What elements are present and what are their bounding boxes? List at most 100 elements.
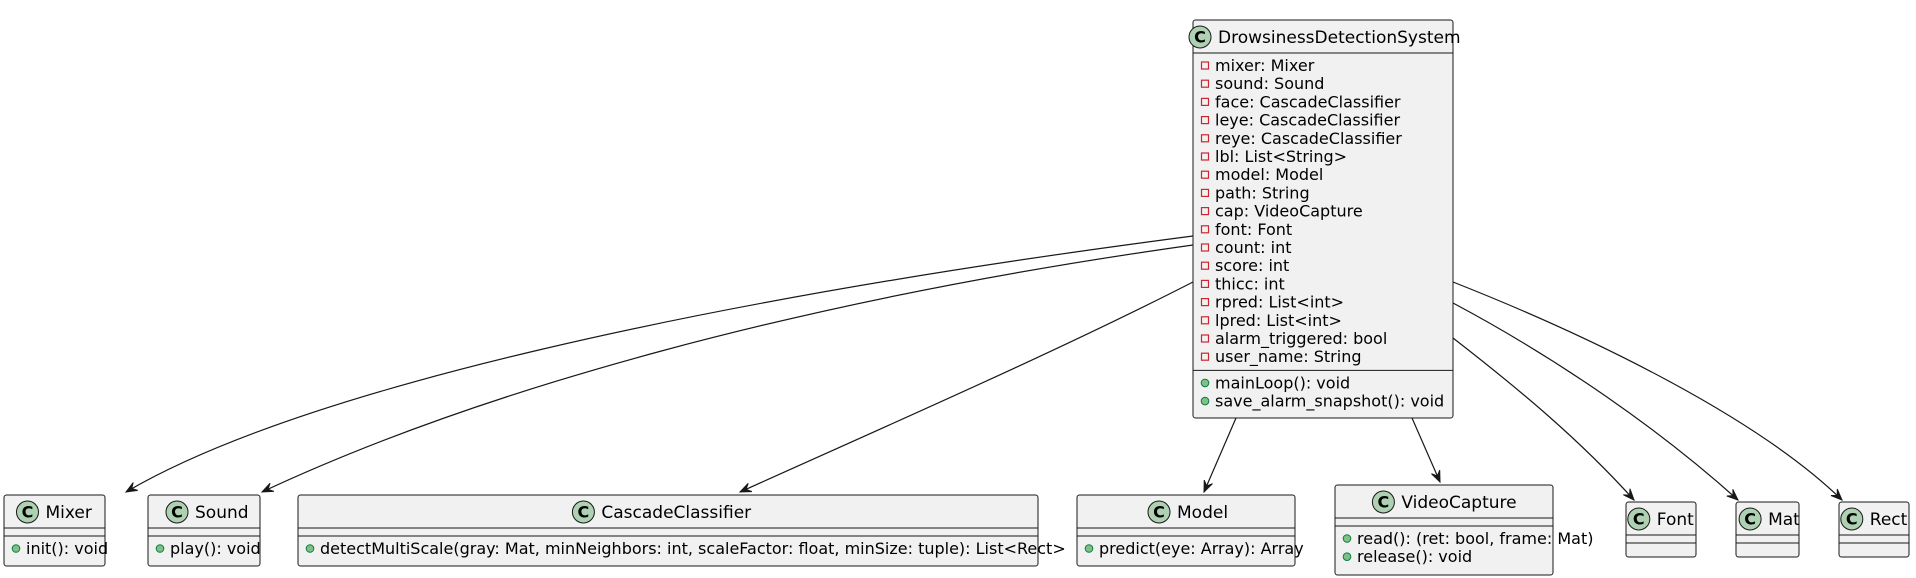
arrow-icon: [124, 482, 138, 493]
arrow-icon: [1623, 488, 1635, 501]
class-badge-letter: C: [1633, 510, 1645, 529]
private-marker-icon: [1200, 207, 1210, 216]
class-badge-icon: C: [1627, 507, 1651, 531]
association-model: [1203, 417, 1237, 494]
method-text: mainLoop(): void: [1215, 373, 1350, 392]
attribute-text: lbl: List<String>: [1215, 147, 1347, 166]
method-row: predict(eye: Array): Array: [1084, 539, 1304, 558]
private-marker-icon: [1200, 152, 1210, 161]
class-badge-letter: C: [1153, 503, 1165, 522]
attribute-row: face: CascadeClassifier: [1200, 92, 1401, 111]
class-badge-letter: C: [1378, 493, 1390, 512]
attribute-text: user_name: String: [1215, 347, 1362, 367]
attribute-text: face: CascadeClassifier: [1215, 92, 1401, 111]
public-marker-icon: [1200, 396, 1210, 406]
association-line: [261, 244, 1194, 493]
class-badge-letter: C: [22, 503, 34, 522]
attribute-row: reye: CascadeClassifier: [1200, 129, 1402, 148]
method-text: release(): void: [1357, 547, 1472, 566]
class-box: [297, 494, 1039, 567]
class-name: CascadeClassifier: [601, 503, 751, 523]
attribute-row: thicc: int: [1200, 274, 1285, 293]
attribute-row: cap: VideoCapture: [1200, 202, 1363, 221]
attribute-row: mixer: Mixer: [1200, 56, 1315, 75]
private-marker-icon: [1200, 170, 1210, 179]
association-mixer: [124, 235, 1194, 493]
method-text: read(): (ret: bool, frame: Mat): [1357, 529, 1593, 548]
private-marker-icon: [1200, 316, 1210, 325]
association-line: [739, 281, 1194, 493]
class-badge-icon: C: [1371, 490, 1395, 514]
class-badge-icon: C: [16, 500, 39, 524]
attribute-text: count: int: [1215, 238, 1291, 257]
attribute-row: alarm_triggered: bool: [1200, 329, 1387, 349]
attribute-text: score: int: [1215, 256, 1289, 275]
attribute-row: model: Model: [1200, 165, 1323, 184]
method-text: play(): void: [170, 539, 261, 558]
association-line: [1452, 281, 1843, 501]
class-cascadeclassifier[interactable]: C CascadeClassifier detectMultiScale(gray:…: [297, 494, 1066, 567]
class-sound[interactable]: C Sound play(): void: [147, 494, 261, 567]
class-name: Mat: [1768, 510, 1800, 530]
class-name: Font: [1657, 510, 1694, 530]
public-marker-icon: [305, 544, 315, 553]
method-row: read(): (ret: bool, frame: Mat): [1342, 529, 1593, 548]
class-box: [1192, 19, 1454, 419]
class-name: VideoCapture: [1401, 493, 1516, 513]
method-text: save_alarm_snapshot(): void: [1215, 392, 1444, 412]
public-marker-icon: [1200, 378, 1210, 388]
class-badge-icon: C: [1738, 507, 1762, 531]
class-badge-letter: C: [1846, 510, 1858, 529]
attribute-row: path: String: [1200, 183, 1310, 202]
association-line: [1203, 417, 1237, 493]
class-badge-icon: C: [1188, 25, 1212, 49]
class-mat[interactable]: C Mat: [1735, 501, 1800, 558]
class-font[interactable]: C Font: [1625, 501, 1697, 558]
attribute-text: thicc: int: [1215, 274, 1285, 293]
attribute-row: user_name: String: [1200, 347, 1362, 367]
association-line: [125, 235, 1194, 493]
attribute-row: sound: Sound: [1200, 74, 1324, 93]
class-badge-letter: C: [1744, 510, 1756, 529]
class-videocapture[interactable]: C VideoCapture read(): (ret: bool, frame: …: [1334, 484, 1593, 576]
private-marker-icon: [1200, 225, 1210, 234]
attribute-text: font: Font: [1215, 220, 1292, 239]
class-name: Model: [1177, 503, 1228, 523]
private-marker-icon: [1200, 188, 1210, 197]
private-marker-icon: [1200, 243, 1210, 252]
private-marker-icon: [1200, 61, 1210, 70]
attribute-row: leye: CascadeClassifier: [1200, 111, 1400, 130]
method-row: mainLoop(): void: [1200, 373, 1350, 392]
attribute-row: count: int: [1200, 238, 1291, 257]
attribute-text: rpred: List<int>: [1215, 293, 1344, 312]
method-row: detectMultiScale(gray: Mat, minNeighbors…: [305, 539, 1066, 558]
association-font: [1452, 337, 1635, 501]
attribute-text: path: String: [1215, 183, 1310, 202]
public-marker-icon: [1342, 534, 1352, 543]
attribute-row: lpred: List<int>: [1200, 311, 1342, 330]
association-sound: [260, 244, 1194, 493]
class-badge-letter: C: [171, 503, 183, 522]
method-row: save_alarm_snapshot(): void: [1200, 392, 1444, 412]
attribute-row: score: int: [1200, 256, 1289, 275]
class-box: [1076, 494, 1296, 567]
private-marker-icon: [1200, 334, 1210, 343]
class-badge-icon: C: [165, 500, 189, 524]
arrow-icon: [1830, 488, 1843, 501]
private-marker-icon: [1200, 134, 1210, 143]
method-row: release(): void: [1342, 547, 1472, 566]
class-name: Sound: [195, 503, 249, 523]
arrow-icon: [738, 483, 753, 493]
class-badge-icon: C: [571, 500, 595, 524]
public-marker-icon: [1084, 544, 1094, 553]
public-marker-icon: [155, 544, 165, 553]
class-model[interactable]: C Model predict(eye: Array): Array: [1076, 494, 1304, 567]
attribute-text: lpred: List<int>: [1215, 311, 1342, 330]
arrow-icon: [260, 482, 275, 493]
class-badge-icon: C: [1147, 500, 1171, 524]
attribute-row: rpred: List<int>: [1200, 293, 1344, 312]
